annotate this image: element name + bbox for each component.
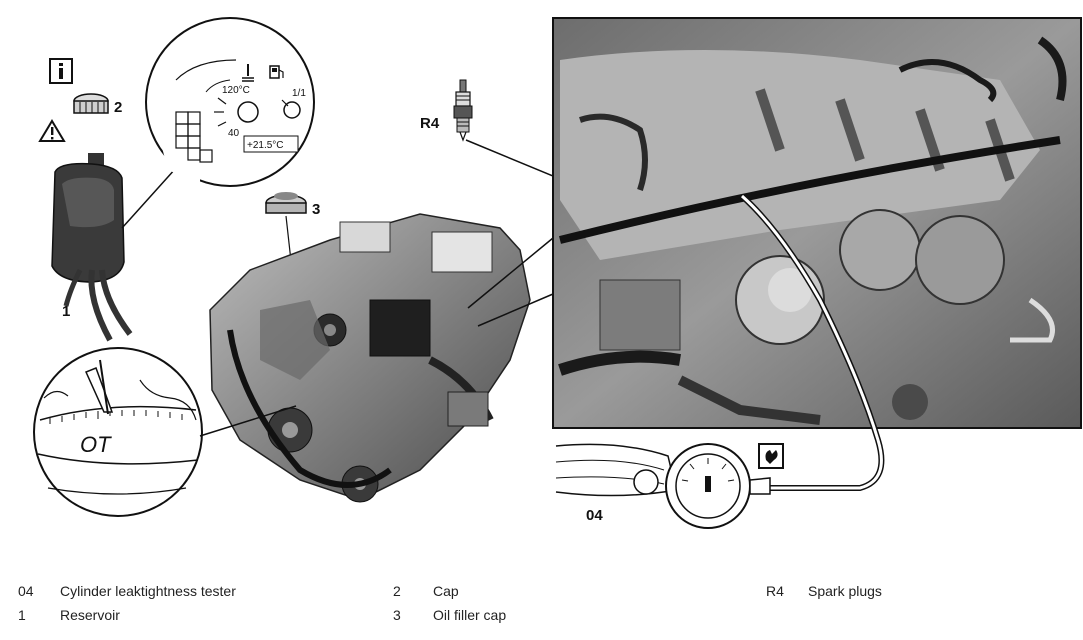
special-tool-icon [758,443,784,469]
fuel-full-mark: 1/1 [292,88,306,99]
legend-code: 3 [393,607,401,623]
legend: 04 Cylinder leaktightness tester 1 Reser… [0,575,1083,635]
reservoir-cap [73,93,109,114]
photo-leader-top [467,237,554,309]
legend-desc: Cap [433,583,459,599]
coolant-reservoir [51,153,133,342]
temp-120-label: 120°C [222,85,250,96]
oil-filler-cap [265,192,307,271]
engine-illustration: 2 1 [33,17,1082,529]
spark-plug [453,79,473,142]
legend-desc: Oil filler cap [433,607,507,623]
legend-code: 1 [18,607,26,623]
legend-code: R4 [766,583,784,599]
leaktightness-tester [555,443,771,529]
callout-r4: R4 [420,115,440,132]
legend-desc: Cylinder leaktightness tester [60,583,236,599]
callout-3: 3 [312,201,320,218]
fuel-pump-icon [269,65,284,79]
warning-icon [38,119,66,142]
legend-desc: Reservoir [60,607,120,623]
info-icon [49,58,73,84]
instrument-cluster-detail: 120°C 40 +21.5°C 1/1 [121,17,315,229]
temp-40-label: 40 [228,128,240,139]
ot-mark: OT [80,432,112,457]
legend-code: 04 [18,583,34,599]
engine-block [209,213,531,503]
legend-code: 2 [393,583,401,599]
callout-04: 04 [586,507,603,524]
outside-temp-readout: +21.5°C [247,140,284,151]
photo-leader-bottom [477,293,554,327]
callout-1: 1 [62,303,70,320]
engine-photo [552,17,1082,429]
flywheel-ot-detail: OT [33,347,297,517]
coolant-temp-icon [242,64,254,82]
legend-desc: Spark plugs [808,583,882,599]
callout-2: 2 [114,99,122,116]
